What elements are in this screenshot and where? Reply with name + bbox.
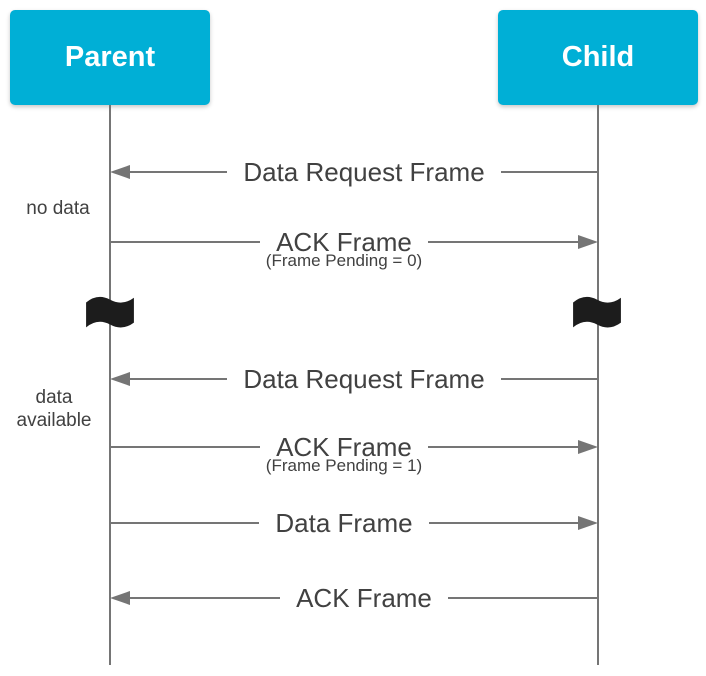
message-ack-frame-pending-1: ACK Frame (Frame Pending = 1) bbox=[110, 431, 598, 474]
message-ack-frame-final: ACK Frame bbox=[110, 582, 598, 614]
message-line-segment bbox=[130, 378, 228, 380]
actor-parent: Parent bbox=[10, 10, 210, 105]
arrowhead-left-icon bbox=[110, 591, 130, 605]
message-label: ACK Frame bbox=[296, 583, 432, 613]
side-label-data-available: data available bbox=[16, 387, 92, 432]
message-line-segment bbox=[447, 597, 598, 599]
message-line-segment bbox=[428, 522, 579, 524]
message-label: ACK Frame (Frame Pending = 1) bbox=[260, 432, 428, 474]
message-line-segment bbox=[110, 241, 261, 243]
message-line-segment bbox=[130, 171, 228, 173]
message-data-frame: Data Frame bbox=[110, 507, 599, 539]
arrowhead-left-icon bbox=[110, 372, 130, 386]
arrowhead-right-icon bbox=[578, 516, 599, 530]
message-ack-frame-pending-0: ACK Frame (Frame Pending = 0) bbox=[110, 226, 598, 269]
message-label: ACK Frame (Frame Pending = 0) bbox=[260, 227, 428, 269]
message-data-request-frame-1: Data Request Frame bbox=[110, 156, 599, 188]
time-break-flag-icon bbox=[84, 292, 136, 336]
arrowhead-right-icon bbox=[578, 440, 598, 454]
actor-parent-label: Parent bbox=[64, 41, 156, 73]
message-label: Data Request Frame bbox=[243, 364, 485, 394]
arrowhead-right-icon bbox=[578, 235, 598, 249]
message-line-segment bbox=[110, 522, 260, 524]
message-label: Data Request Frame bbox=[243, 157, 485, 187]
message-line-segment bbox=[130, 597, 281, 599]
message-line-segment bbox=[110, 446, 261, 448]
actor-child: Child bbox=[498, 10, 698, 105]
message-data-request-frame-2: Data Request Frame bbox=[110, 363, 599, 395]
message-label: Data Frame bbox=[275, 508, 413, 538]
actor-child-label: Child bbox=[561, 41, 635, 73]
side-label-no-data: no data bbox=[26, 198, 90, 219]
message-sublabel: (Frame Pending = 1) bbox=[265, 456, 423, 475]
message-line-segment bbox=[427, 241, 578, 243]
message-line-segment bbox=[427, 446, 578, 448]
message-label-text: ACK Frame bbox=[276, 227, 412, 257]
child-lifeline bbox=[597, 105, 599, 665]
message-label-text: ACK Frame bbox=[276, 432, 412, 462]
message-line-segment bbox=[500, 378, 599, 380]
time-break-flag-icon bbox=[571, 292, 623, 336]
arrowhead-left-icon bbox=[110, 165, 130, 179]
message-sublabel: (Frame Pending = 0) bbox=[265, 251, 423, 270]
message-line-segment bbox=[500, 171, 599, 173]
